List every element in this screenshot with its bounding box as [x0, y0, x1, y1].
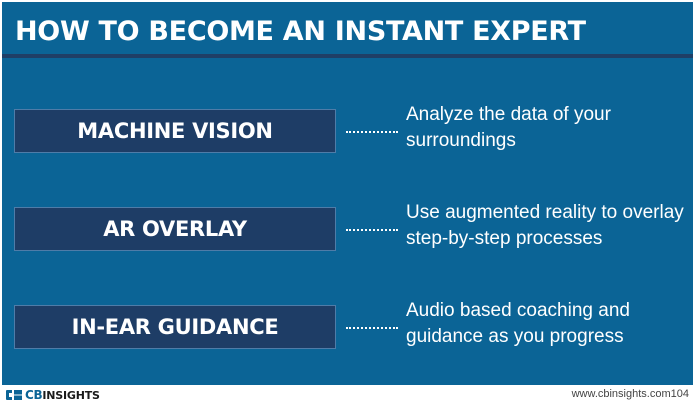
title-divider — [2, 54, 693, 58]
logo-text-insights: INSIGHTS — [42, 388, 100, 402]
website-link[interactable]: www.cbinsights.com — [571, 388, 671, 400]
item-description: Use augmented reality to overlay step-by… — [406, 202, 684, 249]
cb-logo-mark-icon — [6, 390, 22, 400]
item-row-ar-overlay: AR OVERLAY Use augmented reality to over… — [2, 198, 693, 258]
logo-text-cb: CB — [25, 388, 43, 402]
item-label: MACHINE VISION — [77, 119, 273, 143]
item-label: IN-EAR GUIDANCE — [71, 315, 279, 339]
item-description: Analyze the data of your surroundings — [406, 104, 611, 151]
dotted-leader-line — [346, 131, 398, 133]
page-number: 104 — [670, 388, 689, 400]
item-row-in-ear-guidance: IN-EAR GUIDANCE Audio based coaching and… — [2, 296, 693, 356]
dotted-leader-line — [346, 327, 398, 329]
label-box: AR OVERLAY — [14, 207, 336, 251]
label-box: IN-EAR GUIDANCE — [14, 305, 336, 349]
slide-title: HOW TO BECOME AN INSTANT EXPERT — [15, 16, 586, 47]
footer-right: www.cbinsights.com 104 — [572, 388, 689, 400]
item-label: AR OVERLAY — [103, 217, 247, 241]
item-row-machine-vision: MACHINE VISION Analyze the data of your … — [2, 100, 693, 160]
item-description: Audio based coaching and guidance as you… — [406, 300, 630, 347]
slide-content: HOW TO BECOME AN INSTANT EXPERT MACHINE … — [2, 2, 693, 385]
slide: HOW TO BECOME AN INSTANT EXPERT MACHINE … — [2, 2, 693, 405]
label-box: MACHINE VISION — [14, 109, 336, 153]
cb-insights-logo: CB INSIGHTS — [5, 387, 100, 403]
footer: CB INSIGHTS www.cbinsights.com 104 — [2, 385, 693, 405]
dotted-leader-line — [346, 229, 398, 231]
